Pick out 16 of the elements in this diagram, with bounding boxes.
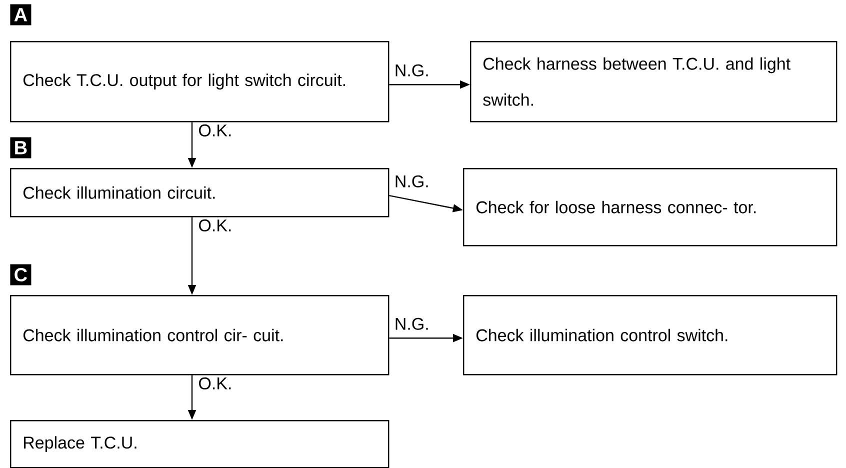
process-box: Check harness between T.C.U. and light switch. bbox=[470, 41, 838, 122]
process-box: Replace T.C.U. bbox=[10, 420, 390, 468]
process-box: Check illumination control switch. bbox=[463, 294, 838, 376]
process-box: Check T.C.U. output for light switch circuit. bbox=[10, 41, 390, 122]
edge-label: O.K. bbox=[199, 219, 231, 232]
edge-label: O.K. bbox=[199, 377, 231, 390]
letter-badge: C bbox=[10, 264, 32, 286]
edge-label: O.K. bbox=[199, 124, 231, 136]
process-box: Check for loose harness connec- tor. bbox=[463, 168, 838, 246]
letter-badge: A bbox=[10, 4, 32, 26]
edge-label: N.G. bbox=[396, 175, 428, 188]
edge-label: N.G. bbox=[396, 318, 428, 330]
process-box: Check illumination control cir- cuit. bbox=[10, 294, 390, 376]
process-box: Check illumination circuit. bbox=[10, 168, 390, 218]
letter-badge: B bbox=[10, 137, 32, 158]
edge-label: N.G. bbox=[396, 64, 428, 76]
